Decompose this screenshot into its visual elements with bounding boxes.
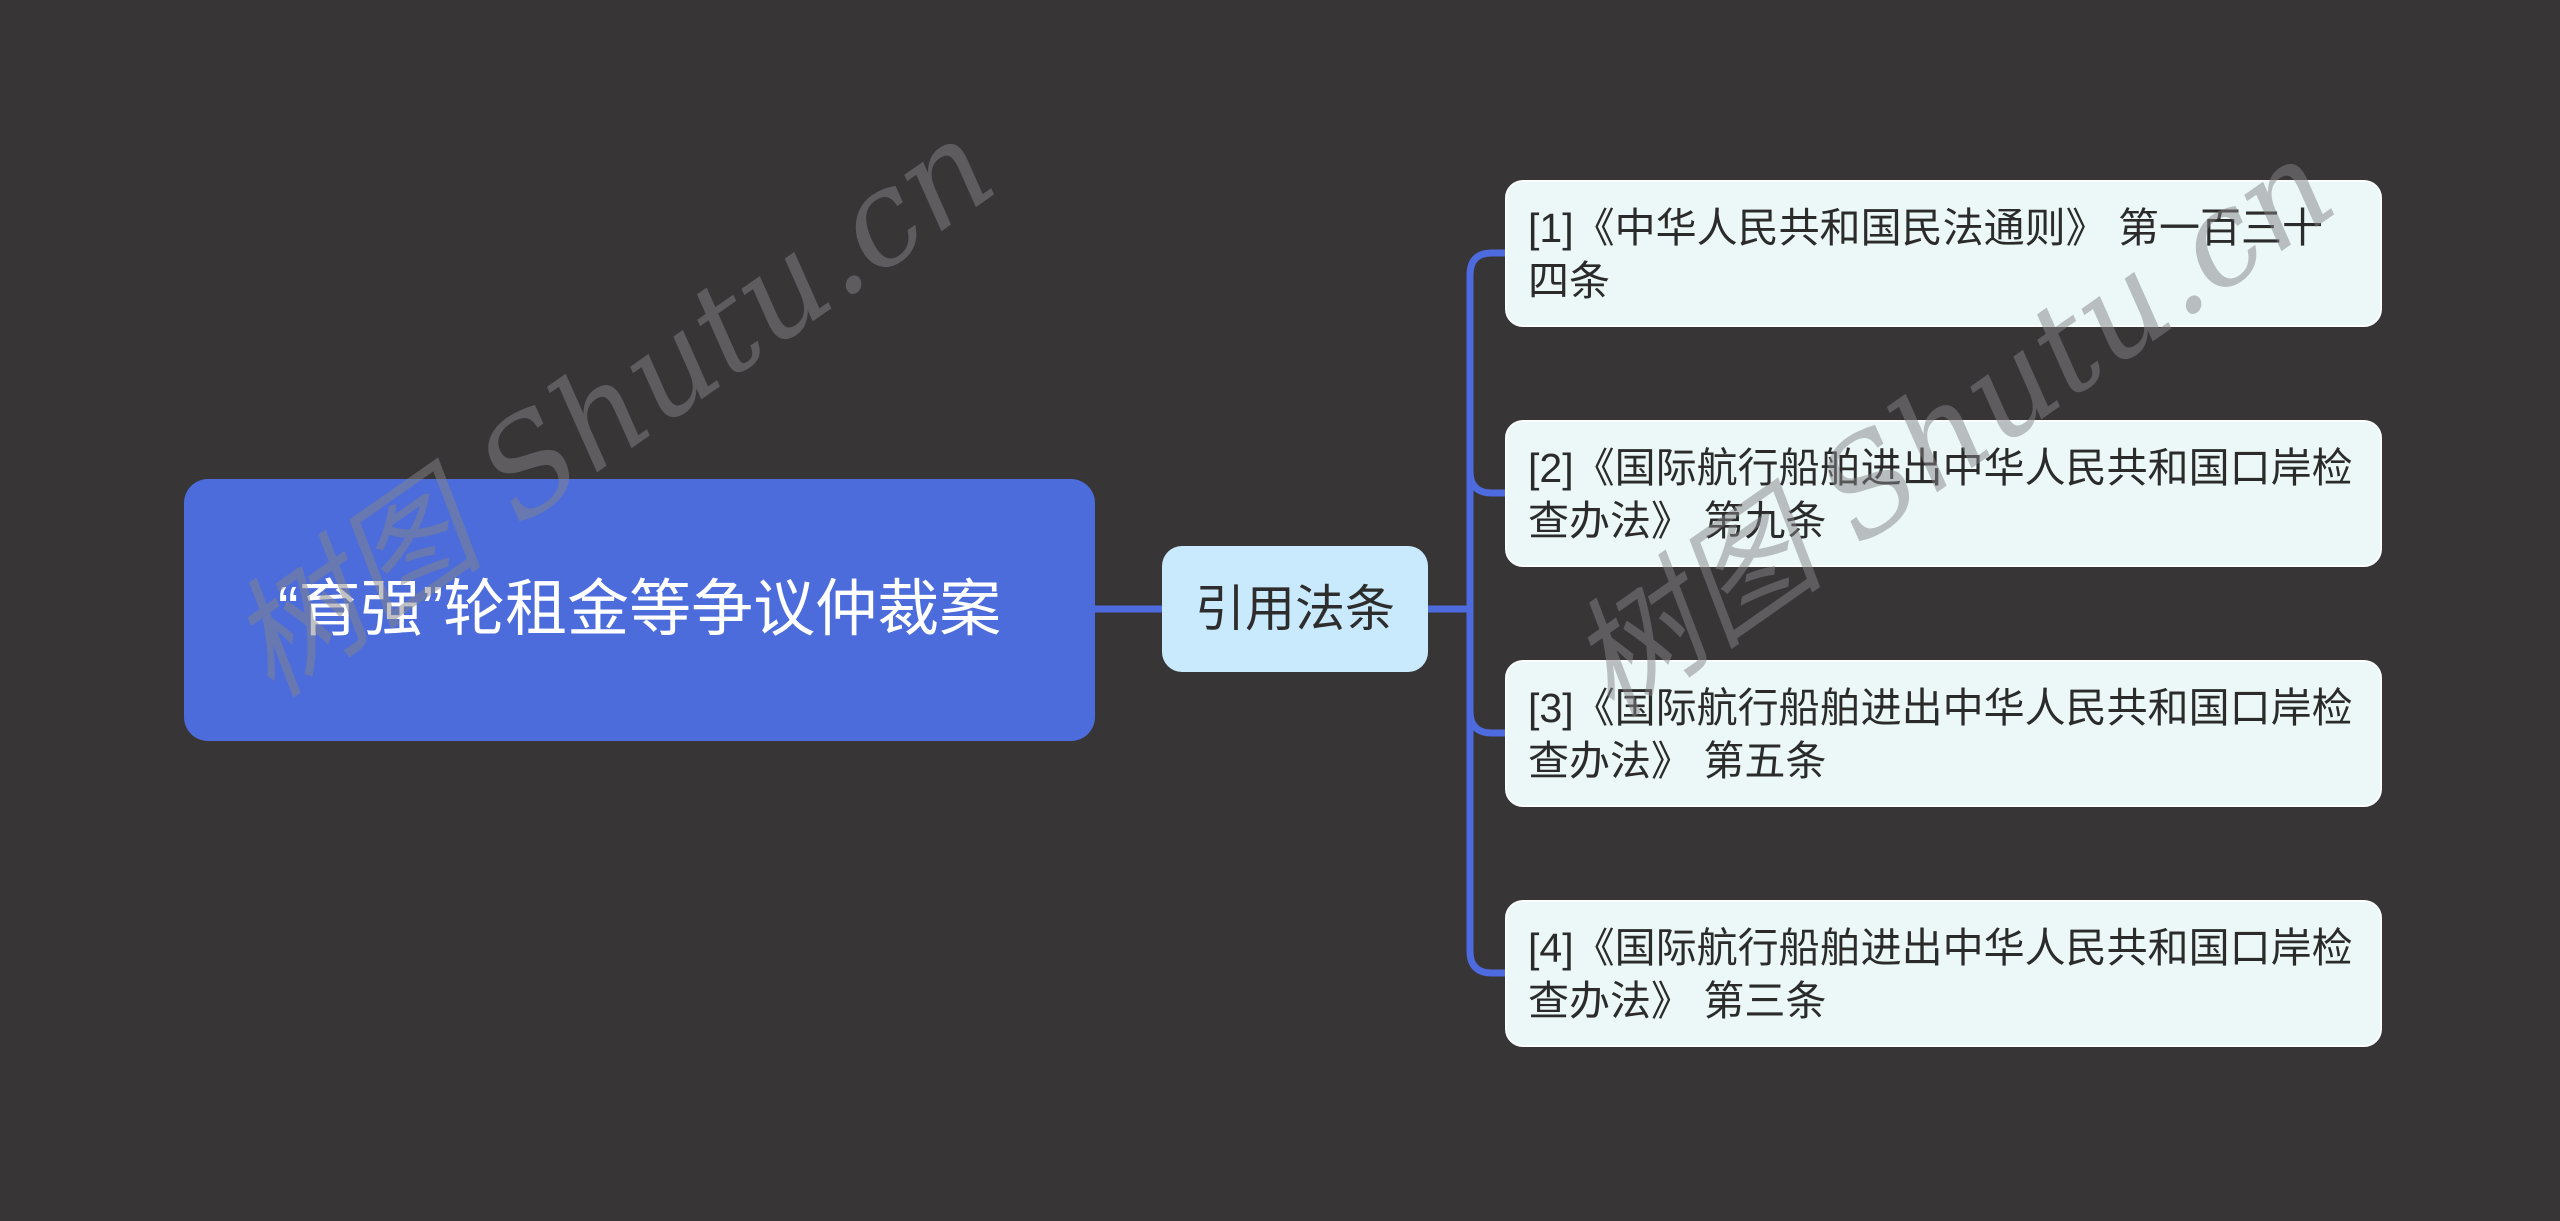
citation-node-3[interactable]: [3]《国际航行船舶进出中华人民共和国口岸检查办法》 第五条	[1505, 660, 2382, 807]
root-topic-node[interactable]: “育强”轮租金等争议仲裁案	[184, 479, 1095, 741]
connector-trunk	[1466, 249, 1505, 977]
branch-node-label: 引用法条	[1195, 581, 1395, 637]
citation-label-4: [4]《国际航行船舶进出中华人民共和国口岸检查办法》 第三条	[1528, 925, 2353, 1024]
connector-branch-citation-3	[1466, 710, 1505, 737]
connector-branch-citation-2	[1466, 470, 1505, 497]
root-topic-label: “育强”轮租金等争议仲裁案	[277, 575, 1002, 644]
branch-node-cited-laws[interactable]: 引用法条	[1162, 546, 1428, 672]
citation-node-2[interactable]: [2]《国际航行船舶进出中华人民共和国口岸检查办法》 第九条	[1505, 420, 2382, 567]
citation-label-3: [3]《国际航行船舶进出中华人民共和国口岸检查办法》 第五条	[1528, 685, 2353, 784]
citation-node-1[interactable]: [1]《中华人民共和国民法通则》 第一百三十四条	[1505, 180, 2382, 327]
citation-label-2: [2]《国际航行船舶进出中华人民共和国口岸检查办法》 第九条	[1528, 445, 2353, 544]
citation-node-4[interactable]: [4]《国际航行船舶进出中华人民共和国口岸检查办法》 第三条	[1505, 900, 2382, 1047]
citation-label-1: [1]《中华人民共和国民法通则》 第一百三十四条	[1528, 205, 2323, 304]
